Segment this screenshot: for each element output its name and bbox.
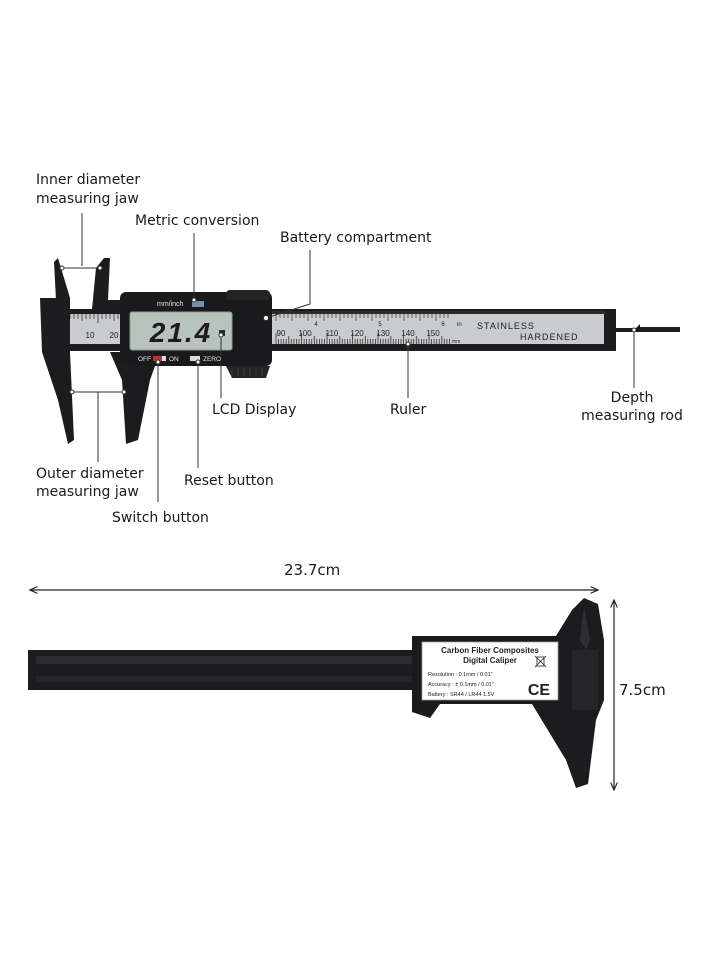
scale-num-10: 10 <box>86 331 95 340</box>
switch-button-shape <box>153 356 162 361</box>
scale-num-100: 100 <box>298 329 312 338</box>
ce-mark: CE <box>528 682 551 699</box>
fixed-jaw <box>40 258 74 444</box>
lcd-display: 21.4 <box>129 311 233 351</box>
label-outer-jaw-line1: Outer diameter <box>36 466 144 482</box>
label-depth-rod-line2: measuring rod <box>581 408 683 424</box>
dimension-length: 23.7cm <box>284 561 341 579</box>
scale-num-120: 120 <box>350 329 364 338</box>
stainless-text: STAINLESS <box>477 321 535 331</box>
scale-num-90: 90 <box>277 329 286 338</box>
label-battery-compartment: Battery compartment <box>280 230 432 246</box>
label-inner-jaw-line2: measuring jaw <box>36 191 139 207</box>
spec-accuracy: Accuracy : ± 0.1mm / 0.01" <box>428 682 494 688</box>
depth-rod <box>600 324 680 332</box>
mm-inch-text: mm/inch <box>157 301 184 308</box>
inch-num-5: 5 <box>378 322 382 328</box>
reset-button-shape <box>190 356 200 361</box>
zero-text: ZERO <box>203 356 221 363</box>
inch-ticks <box>275 314 449 321</box>
unit-in: in <box>457 322 462 328</box>
label-switch-button: Switch button <box>112 510 209 526</box>
scale-num-110: 110 <box>326 329 339 338</box>
spec-line1: Carbon Fiber Composites <box>441 646 539 655</box>
callout-lines <box>59 213 637 502</box>
mm-inch-button <box>192 301 204 307</box>
scale-num-150: 150 <box>426 329 440 338</box>
label-outer-jaw-line2: measuring jaw <box>36 484 139 500</box>
scale-num-20: 20 <box>110 331 119 340</box>
label-metric-conversion: Metric conversion <box>135 213 260 229</box>
inch-num-6: 6 <box>441 322 445 328</box>
sliding-jaw <box>92 258 160 444</box>
scale-num-130: 130 <box>376 329 390 338</box>
label-ruler: Ruler <box>390 402 427 418</box>
spec-resolution: Resolution : 0.1mm / 0.01" <box>428 672 493 678</box>
unit-mm: mm <box>452 339 460 345</box>
hardened-text: HARDENED <box>520 332 579 342</box>
button-row: OFF ON ZERO <box>138 356 221 363</box>
inch-num-4: 4 <box>314 322 318 328</box>
scale-ticks-right <box>275 333 450 344</box>
label-depth-rod-line1: Depth <box>610 390 654 406</box>
label-inner-jaw-line1: Inner diameter <box>36 172 141 188</box>
label-lcd-display: LCD Display <box>212 402 297 418</box>
off-text: OFF <box>138 356 151 363</box>
lcd-value: 21.4 <box>149 317 213 348</box>
on-text: ON <box>169 356 179 363</box>
spec-label: Carbon Fiber Composites Digital Caliper … <box>421 641 559 701</box>
spec-line2: Digital Caliper <box>463 656 517 665</box>
weee-bin-icon <box>534 655 547 668</box>
scale-num-140: 140 <box>401 329 415 338</box>
label-reset-button: Reset button <box>184 473 274 489</box>
spec-battery: Battery : SR44 / LR44 1.5V <box>428 692 495 698</box>
dimension-height: 7.5cm <box>619 681 666 699</box>
